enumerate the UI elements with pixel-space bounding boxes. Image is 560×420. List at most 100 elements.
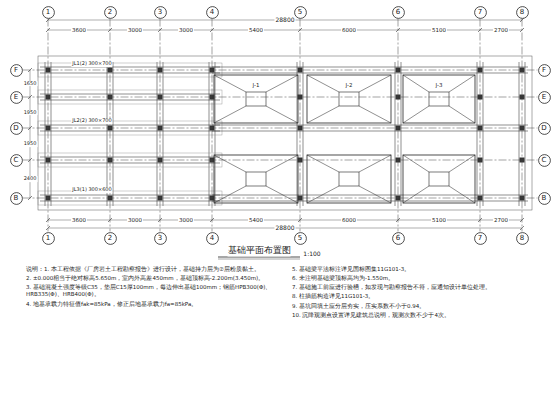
strip-beam	[40, 94, 220, 95]
pad-top	[339, 92, 359, 106]
tie-beam	[483, 62, 484, 206]
pad-slope	[266, 106, 298, 123]
tie-beam	[525, 62, 526, 206]
dimension-text: 2700	[493, 217, 509, 223]
design-note: 说明：1. 本工程依据《厂房岩土工程勘察报告》进行设计，基础持力层为②层粉质黏土…	[26, 266, 274, 273]
bubble-circle	[474, 232, 486, 244]
title-underline	[218, 257, 300, 258]
design-note: 3. 基础混凝土强度等级C35，垫层C15厚100mm，每边伸出基础100mm；…	[26, 284, 274, 298]
pad-slope	[214, 155, 246, 172]
dimension-text: 2700	[493, 27, 509, 33]
pad-slope	[266, 186, 298, 203]
dimension-text: 5400	[248, 217, 264, 223]
design-note: 5. 基础梁平法标注详见国标图集11G101-3。	[292, 266, 532, 273]
design-note: 7. 基础施工前应进行验槽，如发现与勘察报告不符，应通知设计单位处理。	[292, 284, 532, 291]
dimension-text: 28800	[274, 17, 295, 24]
dimension-text: 3000	[178, 217, 194, 223]
pad-slope	[403, 75, 429, 92]
dimension-text: 3000	[178, 27, 194, 33]
axis-bubble: 4	[206, 232, 219, 245]
axis-bubble: C	[10, 154, 23, 167]
axis-bubble: 5	[294, 232, 307, 245]
bubble-circle	[294, 232, 306, 244]
pad-slope	[449, 106, 475, 123]
strip-beam	[40, 163, 220, 164]
bubble-circle	[392, 232, 404, 244]
member-mark: JL2(2) 300×700	[71, 118, 112, 124]
pad-slope	[307, 155, 339, 172]
axis-bubble: 4	[206, 6, 219, 19]
axis-grid-line	[23, 97, 538, 98]
member-mark: J-1	[252, 82, 261, 88]
bubble-circle	[42, 6, 54, 18]
axis-number: 2	[104, 233, 117, 244]
design-note: 10. 沉降观测点设置详见建筑总说明，观测次数不少于4次。	[292, 312, 532, 319]
tie-beam	[401, 62, 402, 206]
dimension-text: 3600	[71, 27, 87, 33]
pad-footing	[403, 155, 475, 203]
bubble-circle	[392, 6, 404, 18]
design-note: 2. ±0.000相当于绝对标高5.650m，室内外高差450mm，基础顶标高-…	[26, 275, 274, 282]
axis-bubble: 1	[42, 6, 55, 19]
bubble-circle	[206, 6, 218, 18]
axis-number: 2	[104, 7, 117, 18]
axis-bubble: 1	[42, 232, 55, 245]
strip-beam	[209, 62, 210, 206]
bubble-circle	[294, 6, 306, 18]
bubble-circle	[538, 154, 550, 166]
bubble-circle	[10, 192, 22, 204]
axis-bubble: 7	[474, 232, 487, 245]
axis-grid-line	[23, 198, 538, 199]
pad-footing	[214, 75, 298, 123]
tie-beam	[477, 62, 478, 206]
tie-beam	[212, 195, 528, 196]
dimension-text: 3000	[127, 217, 143, 223]
pad-top	[339, 172, 359, 186]
strip-beam	[51, 62, 52, 206]
axis-grid-line	[522, 19, 523, 232]
axis-number: F	[10, 65, 23, 76]
tie-beam	[212, 131, 528, 132]
pad-footing	[307, 155, 391, 203]
bubble-circle	[104, 232, 116, 244]
axis-bubble: E	[538, 91, 551, 104]
pad-slope	[359, 186, 391, 203]
axis-bubble: F	[538, 64, 551, 77]
axis-number: 6	[392, 233, 405, 244]
dimension-line	[48, 30, 522, 31]
member-mark: J-2	[345, 82, 354, 88]
pad-slope	[266, 75, 298, 92]
axis-bubble: 3	[154, 6, 167, 19]
tie-beam	[212, 73, 528, 74]
pad-slope	[214, 106, 246, 123]
axis-bubble: B	[538, 192, 551, 205]
strip-beam	[40, 157, 220, 158]
bubble-circle	[538, 91, 550, 103]
axis-number: E	[10, 92, 23, 103]
member-mark: JL1(2) 300×700	[71, 61, 112, 67]
pad-slope	[449, 155, 475, 172]
axis-bubble: 6	[392, 6, 405, 19]
axis-number: 8	[516, 233, 529, 244]
bubble-circle	[42, 232, 54, 244]
axis-bubble: B	[10, 192, 23, 205]
design-note: 8. 柱插筋构造详见11G101-3。	[292, 293, 532, 300]
axis-grid-line	[300, 19, 301, 232]
axis-number: 4	[206, 7, 219, 18]
pad-slope	[359, 75, 391, 92]
bubble-circle	[538, 64, 550, 76]
bubble-circle	[10, 154, 22, 166]
title-underline	[218, 259, 300, 260]
axis-number: F	[538, 65, 551, 76]
bubble-circle	[206, 232, 218, 244]
axis-number: E	[538, 92, 551, 103]
tie-beam	[303, 62, 304, 206]
axis-number: 4	[206, 233, 219, 244]
axis-grid-line	[110, 19, 111, 232]
axis-bubble: 2	[104, 232, 117, 245]
tie-beam	[519, 62, 520, 206]
design-note: 9. 基坑回填土应分层夯实，压实系数不小于0.94。	[292, 303, 532, 310]
pad-slope	[214, 186, 246, 203]
axis-bubble: 7	[474, 6, 487, 19]
strip-beam	[40, 125, 220, 126]
